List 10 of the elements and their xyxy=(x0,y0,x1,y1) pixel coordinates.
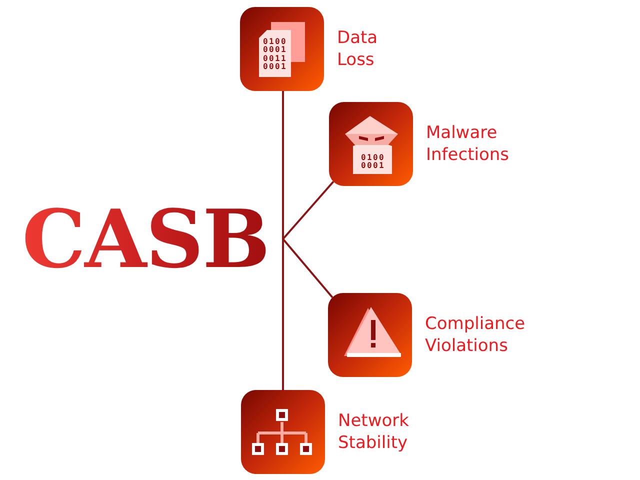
node-label: Compliance Violations xyxy=(425,313,526,357)
connector-line xyxy=(282,180,334,240)
binary-code-text: 0100 0001 0011 0001 xyxy=(263,38,288,72)
node-label: Data Loss xyxy=(337,27,378,71)
connector-line xyxy=(282,91,284,239)
connector-line xyxy=(282,239,284,390)
connector-line xyxy=(282,238,334,298)
node-label: Network Stability xyxy=(338,410,409,454)
binary-code-text: 0100 0001 xyxy=(361,154,386,171)
node-label: Malware Infections xyxy=(426,122,509,166)
